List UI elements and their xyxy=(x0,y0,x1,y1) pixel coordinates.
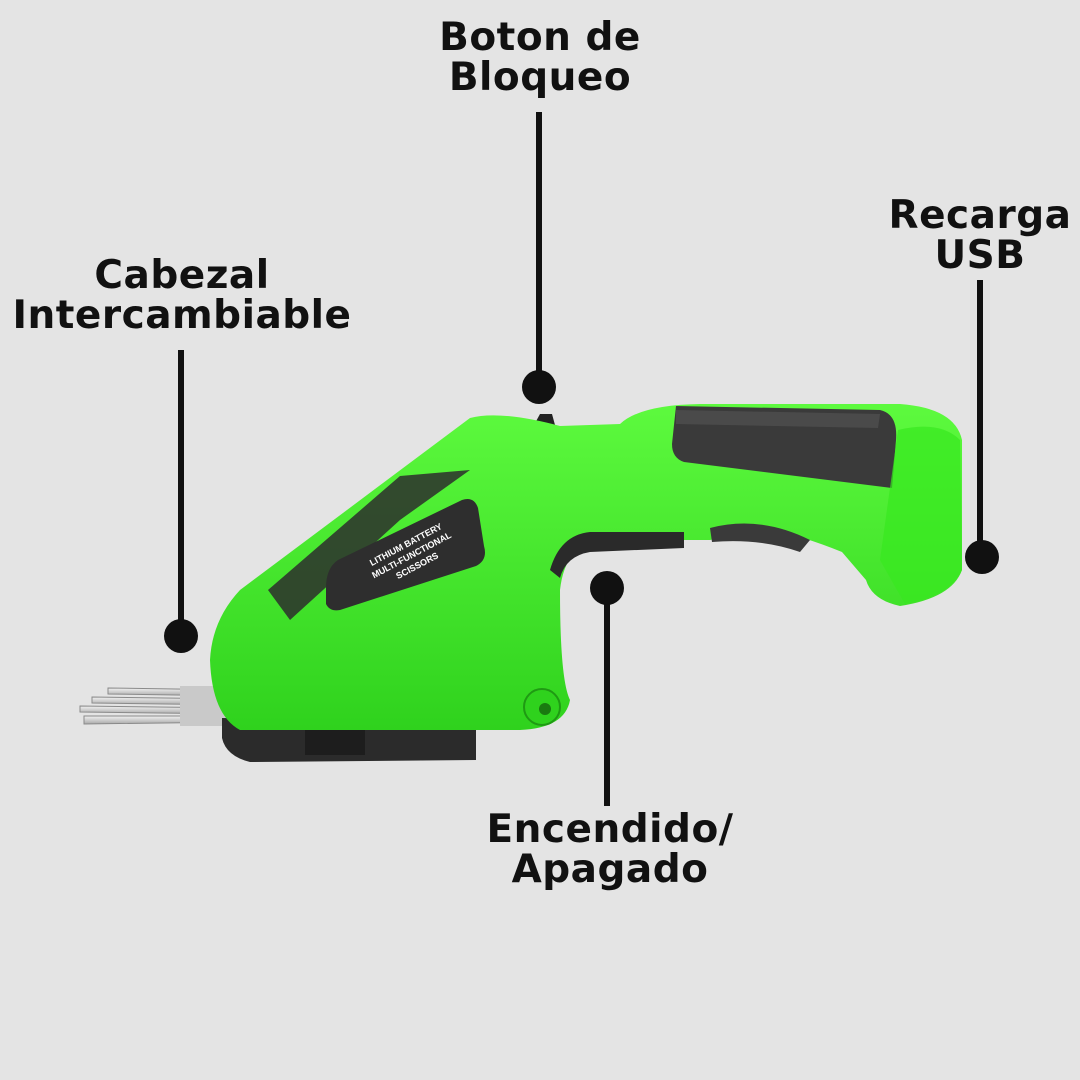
interchangeable-head-label: Cabezal Intercambiable xyxy=(0,256,364,336)
interchangeable-head-label-line-1: Cabezal xyxy=(94,253,270,298)
usb-charge-pointer xyxy=(965,280,999,574)
power-trigger xyxy=(550,532,684,578)
battery-end-cap xyxy=(880,426,962,604)
lock-button-label-line-1: Boton de xyxy=(439,15,641,60)
power-switch-pointer xyxy=(590,571,624,806)
lock-button-label: Boton de Bloqueo xyxy=(400,18,680,98)
product-badge xyxy=(326,499,485,611)
interchangeable-head-label-line-2: Intercambiable xyxy=(12,293,352,338)
lock-button-label-line-2: Bloqueo xyxy=(448,55,632,100)
usb-charge-label: Recarga USB xyxy=(860,196,1080,276)
lock-button-pointer xyxy=(522,112,556,404)
usb-charge-label-line-2: USB xyxy=(934,233,1026,278)
power-switch-label: Encendido/ Apagado xyxy=(440,810,780,890)
interchangeable-head-pointer xyxy=(164,350,198,653)
power-switch-label-line-1: Encendido/ xyxy=(486,807,734,852)
power-switch-label-line-2: Apagado xyxy=(511,847,709,892)
usb-charge-label-line-1: Recarga xyxy=(888,193,1072,238)
